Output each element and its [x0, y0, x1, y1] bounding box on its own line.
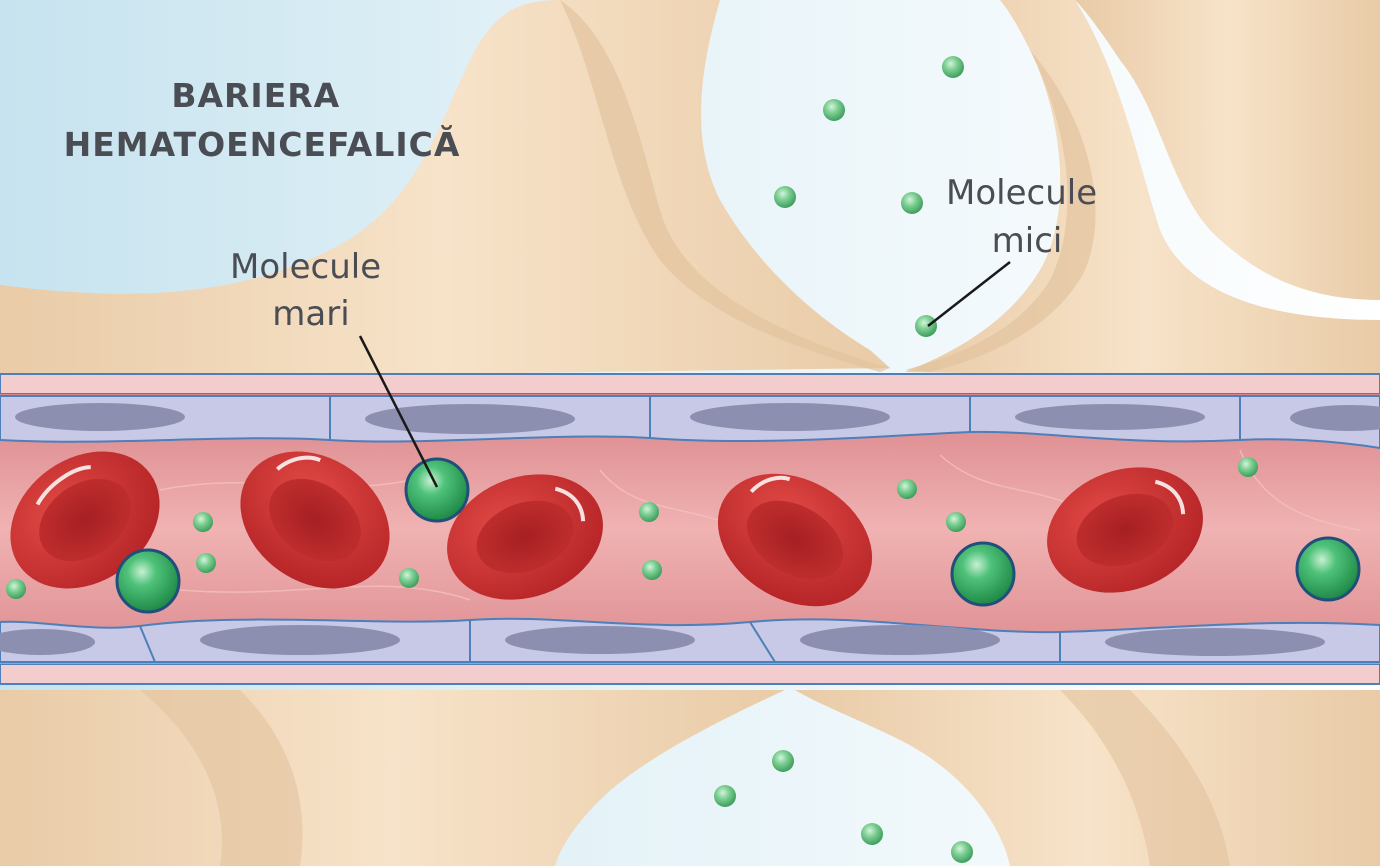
- title-line-1: BARIERA: [171, 76, 340, 115]
- nucleus: [1015, 404, 1205, 430]
- nucleus: [200, 625, 400, 655]
- small-molecule: [901, 192, 923, 214]
- small-molecule: [942, 56, 964, 78]
- small-molecule: [897, 479, 917, 499]
- nucleus: [505, 626, 695, 654]
- large-molecule: [406, 459, 468, 521]
- small-molecule: [399, 568, 419, 588]
- label-small-molecules-line-1: Molecule: [946, 173, 1097, 213]
- nucleus: [1105, 628, 1325, 656]
- small-molecule: [642, 560, 662, 580]
- large-molecule: [117, 550, 179, 612]
- vessel-wall-bottom: [0, 664, 1380, 684]
- small-molecule: [1238, 457, 1258, 477]
- small-molecule: [946, 512, 966, 532]
- vessel-wall-top: [0, 374, 1380, 394]
- small-molecule: [774, 186, 796, 208]
- large-molecule: [1297, 538, 1359, 600]
- label-large-molecules-line-1: Molecule: [230, 247, 381, 287]
- small-molecule: [823, 99, 845, 121]
- small-molecule: [6, 579, 26, 599]
- small-molecule: [714, 785, 736, 807]
- small-molecule: [951, 841, 973, 863]
- nucleus: [690, 403, 890, 431]
- small-molecule: [772, 750, 794, 772]
- large-molecule: [952, 543, 1014, 605]
- nucleus: [800, 625, 1000, 655]
- label-large-molecules-line-2: mari: [272, 294, 349, 334]
- label-small-molecules-line-2: mici: [992, 221, 1063, 261]
- nucleus: [15, 403, 185, 431]
- small-molecule: [915, 315, 937, 337]
- small-molecule: [861, 823, 883, 845]
- small-molecule: [639, 502, 659, 522]
- small-molecule: [193, 512, 213, 532]
- title-line-2: HEMATOENCEFALICĂ: [64, 124, 461, 164]
- small-molecule: [196, 553, 216, 573]
